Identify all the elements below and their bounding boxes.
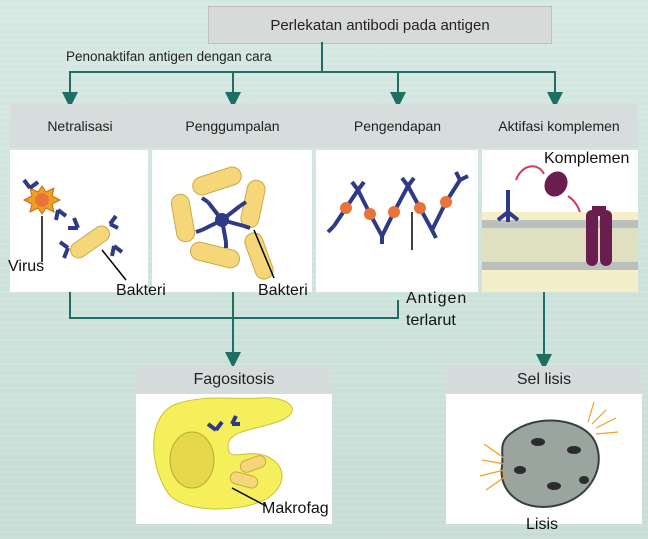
label-bakteri-2: Bakteri <box>258 282 308 299</box>
bacterium-icon <box>70 225 110 259</box>
panel-sel-lisis <box>446 394 642 524</box>
header-sel-lisis: Sel lisis <box>446 366 642 394</box>
header-netralisasi: Netralisasi <box>10 104 150 148</box>
netralisasi-illustration <box>22 178 127 281</box>
antibody-cluster-icon <box>58 214 124 259</box>
membrane-icon <box>482 220 638 270</box>
header-pengendapan: Pengendapan <box>315 104 480 148</box>
antibody-icon <box>206 415 240 432</box>
header-fagositosis: Fagositosis <box>136 366 332 394</box>
soluble-antigen-icon <box>340 196 452 220</box>
diagram-subtitle: Penonaktifan antigen dengan cara <box>66 49 272 64</box>
label-antigen: Antigen <box>406 290 468 307</box>
panel-penggumpalan <box>152 150 312 292</box>
label-lisis: Lisis <box>526 516 559 533</box>
membrane-pore-icon <box>514 438 589 490</box>
virus-icon <box>22 185 62 215</box>
antibody-network-icon <box>195 196 251 248</box>
penggumpalan-illustration <box>170 166 275 280</box>
membrane-attack-complex-icon <box>586 206 612 266</box>
sel-lisis-illustration <box>479 401 619 508</box>
label-terlarut: terlarut <box>406 312 456 329</box>
antibody-icon <box>22 178 68 221</box>
label-makrofag: Makrofag <box>262 500 329 517</box>
label-komplemen: Komplemen <box>544 150 630 167</box>
engulfed-bacteria-icon <box>229 455 267 489</box>
label-bakteri-1: Bakteri <box>116 282 166 299</box>
header-aktifasi-komplemen: Aktifasi komplemen <box>480 104 638 148</box>
cytoplasm-leak-icon <box>479 401 619 491</box>
label-virus: Virus <box>8 258 45 275</box>
bacteria-cluster-icon <box>170 166 274 280</box>
nucleus-icon <box>169 431 215 489</box>
header-penggumpalan: Penggumpalan <box>150 104 315 148</box>
panel-netralisasi <box>10 150 148 292</box>
panel-fagositosis <box>136 394 332 524</box>
fagositosis-illustration <box>153 397 293 510</box>
komplemen-illustration <box>482 165 638 292</box>
panel-pengendapan <box>316 150 478 292</box>
branch-line <box>69 71 556 98</box>
diagram-title: Perlekatan antibodi pada antigen <box>208 6 552 44</box>
pengendapan-illustration <box>326 171 469 250</box>
antibody-icon <box>496 190 520 222</box>
complement-protein-icon <box>544 171 568 197</box>
panel-aktifasi-komplemen <box>482 150 638 292</box>
lysed-cell-icon <box>500 419 600 508</box>
